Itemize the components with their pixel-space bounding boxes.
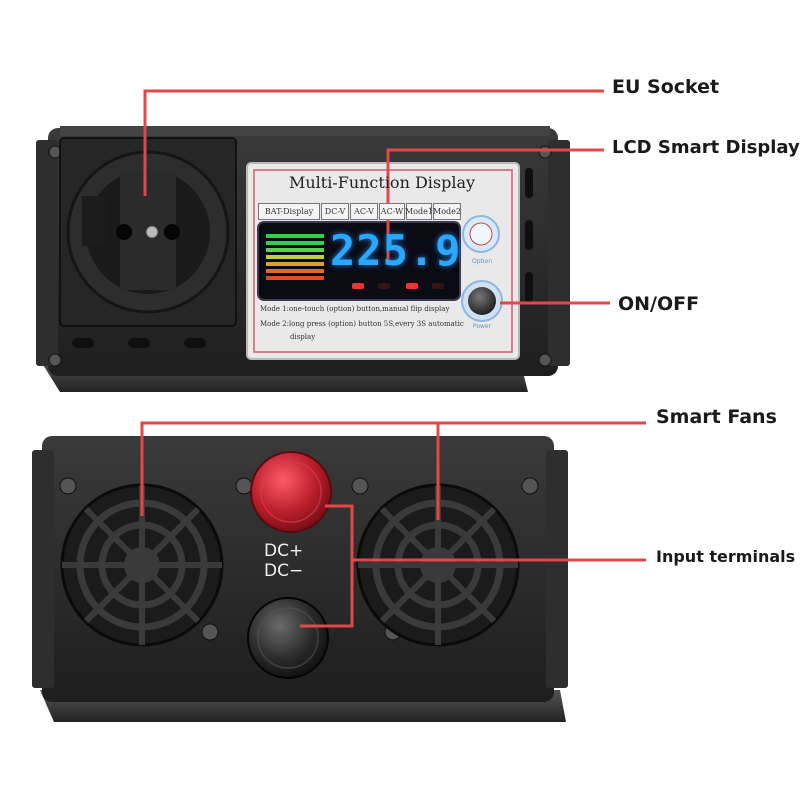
smart-fans-callout-line [140, 421, 646, 516]
mode2-description-cont: display [290, 333, 316, 341]
input-terminals-label: Input terminals [656, 547, 796, 566]
on-off-label: ON/OFF [618, 293, 700, 315]
input-terminals-callout-line [300, 504, 354, 628]
lcd-smart-display-label: LCD Smart Display [612, 137, 800, 158]
lcd-display-callout-line [386, 148, 604, 262]
eu-socket-callout-line [143, 89, 604, 196]
positive-terminal [250, 451, 332, 533]
eu-socket-label: EU Socket [612, 76, 720, 98]
display-panel-title: Multi-Function Display [288, 173, 476, 192]
battery-level-bars [266, 234, 324, 280]
tab-mode1: Mode1 [405, 203, 433, 220]
lcd-voltage-readout: 225.9 [330, 226, 462, 275]
mode2-description: Mode 2:long press (option) button 5S,eve… [260, 320, 464, 328]
tab-dc-v: DC-V [321, 203, 349, 220]
dc-negative-label: DC− [264, 561, 304, 581]
tab-mode2: Mode2 [433, 203, 461, 220]
left-cooling-fan [60, 483, 224, 647]
mode1-description: Mode 1:one-touch (option) button,manual … [260, 305, 450, 313]
negative-terminal [247, 597, 329, 679]
eu-socket [59, 137, 237, 327]
smart-fans-label: Smart Fans [656, 406, 777, 428]
tab-ac-v: AC-V [350, 203, 378, 220]
callout-lines [140, 89, 646, 628]
tab-ac-w: AC-W [379, 203, 405, 220]
tab-bat-display: BAT-Display [258, 203, 320, 220]
mode-indicator-lights [352, 283, 444, 289]
right-cooling-fan [356, 483, 520, 647]
dc-positive-label: DC+ [264, 541, 304, 561]
option-button-caption: Option [471, 258, 493, 265]
power-button-caption: Power [472, 323, 492, 330]
